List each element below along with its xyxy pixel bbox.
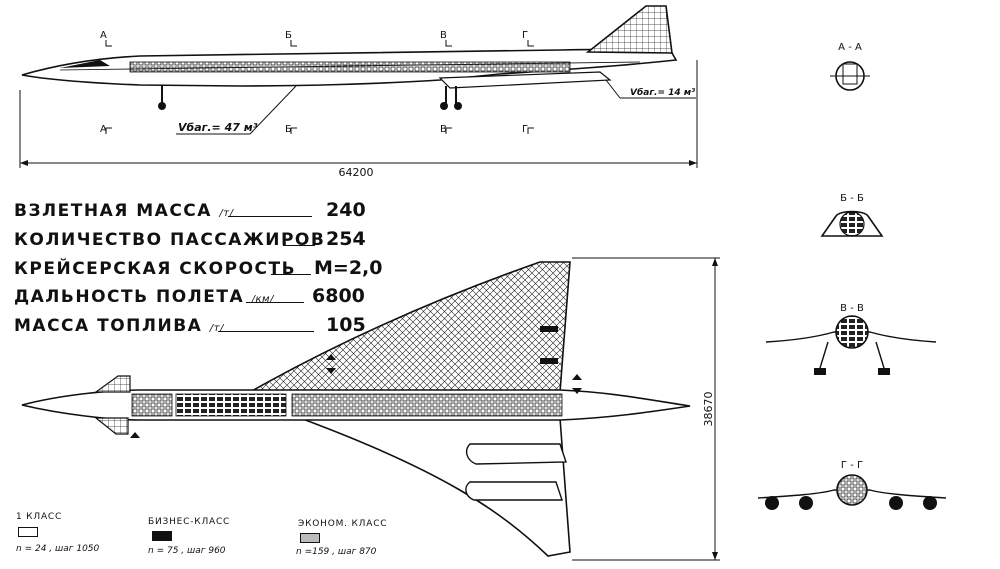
spec-label: МАССА ТОПЛИВА /т/ xyxy=(14,316,224,336)
side-nose-gear xyxy=(158,85,166,110)
plan-engine-nacelle-1 xyxy=(465,443,567,465)
section-marker-b: Б xyxy=(285,30,292,41)
cross-section-a-label: А - А xyxy=(838,42,862,53)
section-marker-v-bottom: В xyxy=(440,124,447,135)
cross-section-g: Г - Г xyxy=(757,460,947,510)
cross-section-a: А - А xyxy=(830,42,870,91)
plan-view: 38670 xyxy=(21,257,720,561)
spec-unit: /т/ xyxy=(209,323,224,334)
section-markers-top: А Б В Г xyxy=(100,30,534,47)
length-dimension-line xyxy=(19,60,698,168)
spec-unit: /т/ xyxy=(219,208,234,219)
section-marker-v: В xyxy=(440,30,447,41)
spec-label: КРЕЙСЕРСКАЯ СКОРОСТЬ xyxy=(14,259,296,279)
legend-detail: n = 75 , шаг 960 xyxy=(148,546,226,556)
plan-engine-nacelle-2 xyxy=(465,481,563,501)
section-marker-a: А xyxy=(100,30,107,41)
spec-label-text: ВЗЛЕТНАЯ МАССА xyxy=(14,201,212,221)
spec-label: ДАЛЬНОСТЬ ПОЛЕТА /км/ xyxy=(14,287,274,307)
spec-label: КОЛИЧЕСТВО ПАССАЖИРОВ xyxy=(14,230,325,250)
spec-label-text: МАССА ТОПЛИВА xyxy=(14,316,203,336)
cross-section-v: В - В xyxy=(765,303,937,375)
plan-canard-left xyxy=(94,375,131,393)
cross-section-g-label: Г - Г xyxy=(841,460,863,471)
plan-economy-seats xyxy=(291,393,563,417)
span-dimension-line xyxy=(572,257,720,561)
span-dimension-value: 38670 xyxy=(702,392,715,427)
cargo-volume-rear: Vбаг.= 14 м³ xyxy=(630,87,695,98)
side-cabin-strip xyxy=(129,61,571,73)
section-markers-bottom: А Б В Г xyxy=(100,124,534,135)
spec-value: 105 xyxy=(326,314,366,336)
legend-detail: n =159 , шаг 870 xyxy=(296,547,377,557)
spec-label-text: КРЕЙСЕРСКАЯ СКОРОСТЬ xyxy=(14,259,297,279)
length-dimension-value: 64200 xyxy=(339,166,374,179)
cargo-volume-main: Vбаг.= 47 м³ xyxy=(178,121,258,134)
spec-unit: /км/ xyxy=(251,294,274,305)
spec-value: М=2,0 xyxy=(314,257,383,279)
side-tail-fin xyxy=(585,5,673,54)
section-marker-b-bottom: Б xyxy=(285,124,292,135)
legend-swatch xyxy=(300,533,320,543)
legend-swatch xyxy=(152,531,172,541)
section-marker-g: Г xyxy=(522,30,528,41)
section-marker-g-bottom: Г xyxy=(522,124,528,135)
spec-label-text: ДАЛЬНОСТЬ ПОЛЕТА xyxy=(14,287,245,307)
plan-canard-right xyxy=(94,417,129,435)
spec-label: ВЗЛЕТНАЯ МАССА /т/ xyxy=(14,201,233,221)
spec-label-text: КОЛИЧЕСТВО ПАССАЖИРОВ xyxy=(14,230,326,250)
cross-section-b: Б - Б xyxy=(820,193,884,237)
spec-value: 240 xyxy=(326,199,366,221)
cross-section-v-label: В - В xyxy=(840,303,864,314)
legend-label: БИЗНЕС-КЛАСС xyxy=(148,517,231,527)
side-main-gear xyxy=(440,86,462,110)
legend-detail: n = 24 , шаг 1050 xyxy=(16,544,100,554)
cross-section-b-label: Б - Б xyxy=(840,193,864,204)
section-marker-a-bottom: А xyxy=(100,124,107,135)
plan-business-seats xyxy=(175,393,287,417)
plan-first-class-seats xyxy=(131,393,173,417)
side-engine-nacelle xyxy=(438,71,612,89)
legend-label: ЭКОНОМ. КЛАСС xyxy=(298,519,388,529)
side-view: А Б В Г А Б В Г Vбаг.= 47 м³ Vбаг.= 14 м… xyxy=(19,5,698,179)
legend-swatch xyxy=(18,527,38,537)
legend-label: 1 КЛАСС xyxy=(16,512,63,522)
spec-value: 254 xyxy=(326,228,366,250)
spec-value: 6800 xyxy=(312,285,365,307)
plan-wing xyxy=(246,261,571,393)
